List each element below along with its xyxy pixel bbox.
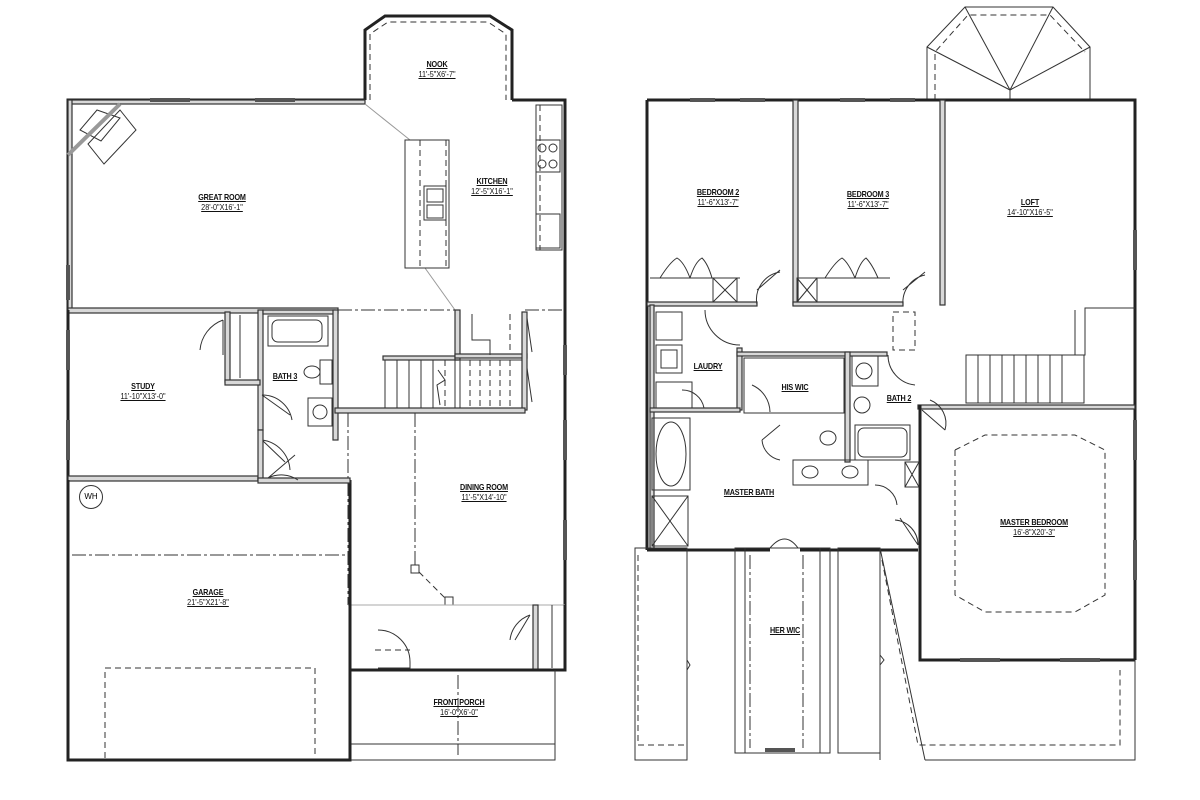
room-name: DINING ROOM <box>460 482 508 492</box>
room-name: GARAGE <box>192 587 224 597</box>
room-dimensions: 21'-5"X21'-8" <box>187 596 229 607</box>
room-label-front-porch: FRONT PORCH 16'-0"X6'-0" <box>429 697 489 718</box>
room-label-loft: LOFT 14'-10"X16'-5" <box>1003 197 1057 218</box>
room-label-laundry: LAUDRY <box>691 361 725 372</box>
room-label-bedroom-3: BEDROOM 3 11'-6"X13'-7" <box>843 189 893 210</box>
room-dimensions: 11'-10"X13'-0" <box>120 390 166 401</box>
room-label-master-bath: MASTER BATH <box>719 487 778 498</box>
room-label-kitchen: KITCHEN 12'-5"X16'-1" <box>468 176 517 197</box>
second-floor-plan <box>634 6 1137 761</box>
room-dimensions: 11'-5"X6'-7" <box>418 68 456 79</box>
room-dimensions: 28'-0"X16'-1" <box>201 201 243 212</box>
room-name: MASTER BEDROOM <box>1000 517 1068 527</box>
room-name: HIS WIC <box>781 382 809 392</box>
room-dimensions: 16'-8"X20'-3" <box>1013 526 1055 537</box>
room-name: GREAT ROOM <box>198 192 246 202</box>
room-label-bedroom-2: BEDROOM 2 11'-6"X13'-7" <box>693 187 743 208</box>
first-floor-plan <box>66 14 567 762</box>
room-label-dining-room: DINING ROOM 11'-5"X14'-10" <box>456 482 512 503</box>
room-name: BEDROOM 2 <box>696 187 740 197</box>
room-dimensions: 14'-10"X16'-5" <box>1007 206 1053 217</box>
room-label-her-wic: HER WIC <box>767 625 802 636</box>
room-name: FRONT PORCH <box>433 697 485 707</box>
room-label-study: STUDY 11'-10"X13'-0" <box>116 381 169 402</box>
room-name: LOFT <box>1020 197 1040 207</box>
room-dimensions: 12'-5"X16'-1" <box>471 185 513 196</box>
room-dimensions: 11'-6"X13'-7" <box>847 198 889 209</box>
room-dimensions: 11'-6"X13'-7" <box>697 196 739 207</box>
room-label-master-bedroom: MASTER BEDROOM 16'-8"X20'-3" <box>994 517 1074 538</box>
room-name: STUDY <box>131 381 155 391</box>
room-label-bath-2: BATH 2 <box>885 393 914 404</box>
room-name: BATH 3 <box>272 371 298 381</box>
room-label-great-room: GREAT ROOM 28'-0"X16'-1" <box>194 192 250 213</box>
room-label-bath-3: BATH 3 <box>271 371 300 382</box>
room-name: BEDROOM 3 <box>846 189 890 199</box>
water-heater-icon: WH <box>79 485 103 509</box>
room-name: HER WIC <box>769 625 801 635</box>
room-name: LAUDRY <box>693 361 723 371</box>
room-name: NOOK <box>426 59 448 69</box>
room-name: KITCHEN <box>476 176 508 186</box>
room-name: MASTER BATH <box>723 487 775 497</box>
room-label-his-wic: HIS WIC <box>779 382 811 393</box>
room-name: BATH 2 <box>886 393 912 403</box>
room-dimensions: 16'-0"X6'-0" <box>440 706 478 717</box>
room-label-nook: NOOK 11'-5"X6'-7" <box>415 59 459 80</box>
room-label-garage: GARAGE 21'-5"X21'-8" <box>184 587 233 608</box>
room-dimensions: 11'-5"X14'-10" <box>461 491 507 502</box>
